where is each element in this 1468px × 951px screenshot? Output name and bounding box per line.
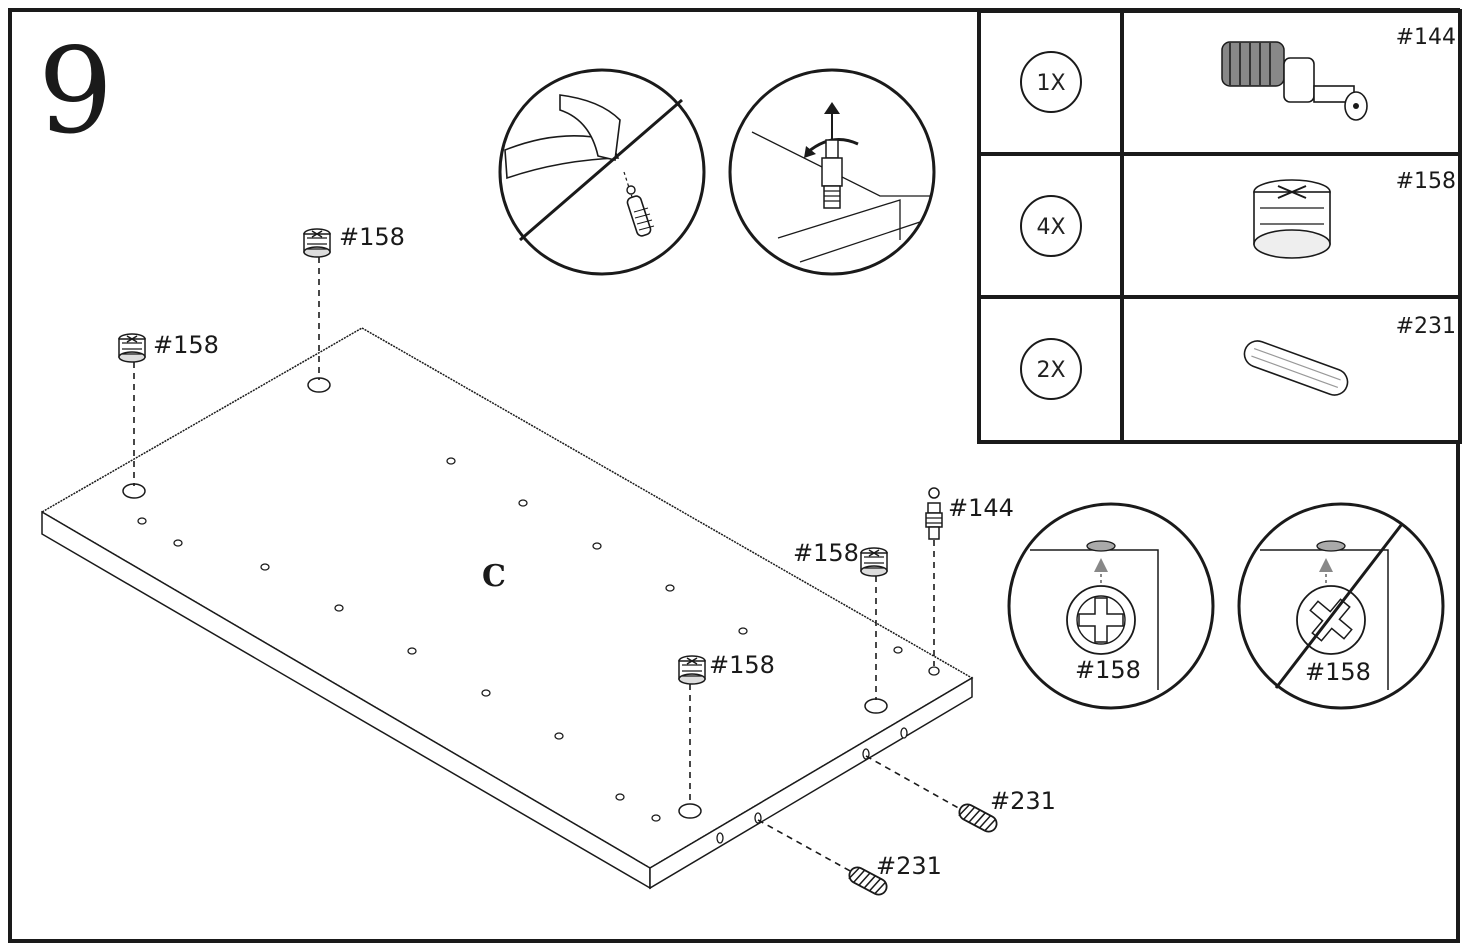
parts-row-231: 2X #231	[1020, 314, 1456, 400]
wrong-label: #158	[1305, 658, 1371, 686]
correct-label: #158	[1075, 656, 1141, 684]
callout-dowel-right: #231	[990, 787, 1056, 815]
dowel-right: #231	[865, 755, 1056, 836]
step-number: 9	[38, 22, 113, 160]
part-231: #231	[1396, 314, 1456, 339]
callout-dowel-bottom: #231	[876, 852, 942, 880]
bolt-144-icon	[1221, 41, 1368, 121]
parts-table: 1X #144 4X #158	[977, 9, 1462, 444]
panel-letter: C	[482, 559, 506, 594]
qty-158: 4X	[1036, 215, 1065, 240]
panel-c: C	[40, 327, 974, 890]
callout-cam-top-left: #158	[153, 331, 219, 359]
dowel-231-icon	[1243, 340, 1349, 396]
hammer-detail	[498, 68, 706, 276]
bolt-144: #144	[925, 487, 1014, 666]
page-frame	[8, 8, 1460, 943]
cam-center: #158	[678, 651, 775, 805]
callout-cam-top-mid: #158	[339, 223, 405, 251]
parts-row-158: 4X #158	[1020, 169, 1456, 259]
cam-top-left: #158	[118, 331, 219, 486]
screw-detail	[728, 68, 936, 276]
qty-231: 2X	[1036, 358, 1065, 383]
dowel-bottom: #231	[757, 819, 942, 899]
cam-top-mid: #158	[303, 223, 405, 380]
callout-cam-center: #158	[709, 651, 775, 679]
cam-158-icon	[1253, 179, 1331, 259]
cam-orientation-correct: #158	[1007, 502, 1215, 710]
cam-right: #158	[793, 539, 888, 700]
parts-row-144: 1X #144	[1020, 25, 1456, 121]
cam-orientation-wrong: #158	[1237, 502, 1445, 710]
callout-bolt-right: #144	[948, 494, 1014, 522]
part-144: #144	[1396, 25, 1456, 50]
callout-cam-right: #158	[793, 539, 859, 567]
part-158: #158	[1396, 169, 1456, 194]
qty-144: 1X	[1036, 71, 1065, 96]
